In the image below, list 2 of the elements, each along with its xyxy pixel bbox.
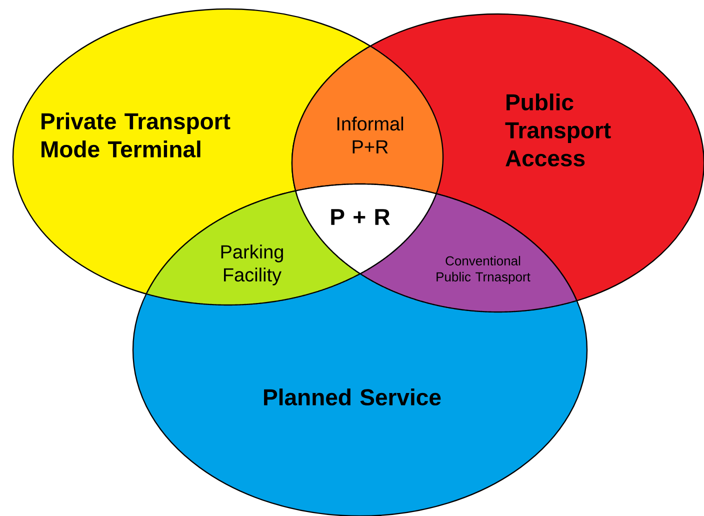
overlap-region: P + R [295, 183, 437, 274]
overlap-region: Informal P+R [291, 46, 444, 194]
